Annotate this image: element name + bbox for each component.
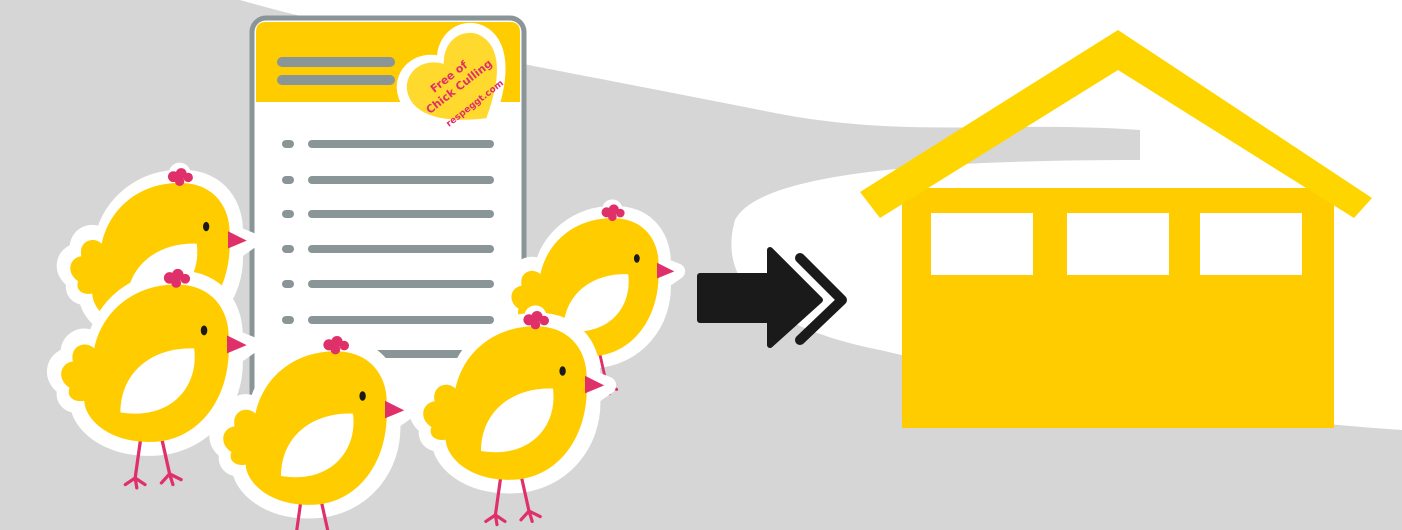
barn-window — [1200, 213, 1302, 275]
barn-window — [931, 213, 1033, 275]
barn-icon — [860, 30, 1372, 428]
barn-window — [1067, 213, 1169, 275]
